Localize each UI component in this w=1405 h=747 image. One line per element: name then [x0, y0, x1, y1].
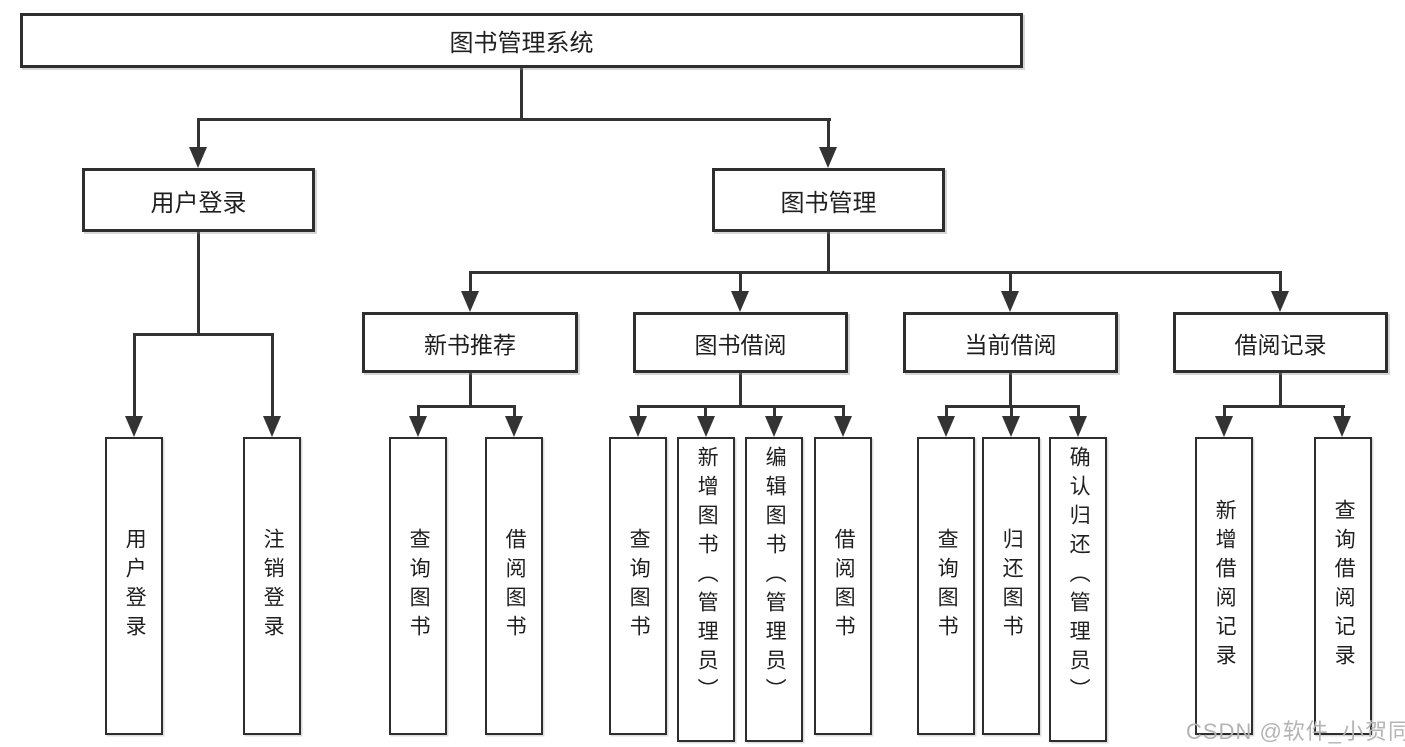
connector-stem-borrow-records	[1279, 271, 1282, 293]
node-label: 编辑图书（管理员）	[763, 446, 787, 707]
node-label: 查询借阅记录	[1332, 499, 1356, 673]
arrowhead	[731, 291, 749, 312]
node-leaf-borrow-books: 借阅图书	[814, 437, 872, 735]
node-leaf-borrow-books-recommend: 借阅图书	[485, 437, 543, 735]
connector-stem	[1223, 405, 1226, 418]
node-current-borrow: 当前借阅	[903, 312, 1118, 373]
connector-stem	[1077, 405, 1080, 418]
node-leaf-return-book: 归还图书	[982, 437, 1040, 735]
connector-book-management-horizontal	[469, 271, 1282, 274]
arrowhead	[834, 416, 852, 437]
connector-stem	[637, 405, 640, 418]
connector-book-management-down	[827, 232, 830, 274]
connector-stem-current-borrow	[1009, 271, 1012, 293]
connector-stem-leaf-user-login	[133, 333, 136, 419]
connector-stem	[513, 405, 516, 418]
arrowhead	[505, 416, 523, 437]
arrowhead	[1271, 291, 1289, 312]
connector-stem-book-borrow	[739, 271, 742, 293]
arrowhead	[1001, 291, 1019, 312]
node-label: 用户登录	[150, 189, 247, 217]
arrowhead	[461, 291, 479, 312]
node-leaf-query-books-current: 查询图书	[917, 437, 975, 735]
node-label: 图书管理	[780, 189, 877, 217]
connector-stem	[773, 405, 776, 418]
csdn-watermark: CSDN @软件_小贺同学	[1186, 719, 1405, 744]
node-book-management: 图书管理	[712, 168, 945, 232]
node-leaf-query-books-borrow: 查询图书	[609, 437, 667, 735]
node-label: 查询图书	[407, 528, 431, 644]
connector-book-borrow-down	[739, 371, 742, 408]
node-label: 归还图书	[1000, 528, 1024, 644]
connector-book-borrow-horizontal	[637, 405, 845, 408]
connector-stem-user-login	[197, 118, 200, 150]
node-leaf-edit-book-admin: 编辑图书（管理员）	[745, 437, 803, 742]
arrowhead	[125, 416, 143, 437]
node-label: 新增借阅记录	[1213, 499, 1237, 673]
connector-borrow-records-horizontal	[1223, 405, 1345, 408]
arrowhead	[765, 416, 783, 437]
connector-user-login-horizontal	[133, 333, 274, 336]
connector-user-login-down	[197, 232, 200, 336]
node-label: 借阅图书	[503, 528, 527, 644]
node-leaf-confirm-return-admin: 确认归还（管理员）	[1049, 437, 1107, 742]
node-label: 图书借阅	[694, 331, 787, 358]
node-label: 注销登录	[261, 528, 285, 644]
node-leaf-logout: 注销登录	[243, 437, 301, 735]
connector-stem	[945, 405, 948, 418]
connector-stem	[704, 405, 707, 418]
connector-stem	[1010, 405, 1013, 418]
arrowhead	[1215, 416, 1233, 437]
node-book-borrow: 图书借阅	[633, 312, 848, 373]
connector-stem	[417, 405, 420, 418]
arrowhead	[409, 416, 427, 437]
node-label: 查询图书	[627, 528, 651, 644]
arrowhead	[937, 416, 955, 437]
connector-stem	[1341, 405, 1344, 418]
node-label: 查询图书	[935, 528, 959, 644]
arrowhead	[263, 416, 281, 437]
arrowhead	[1069, 416, 1087, 437]
arrowhead	[629, 416, 647, 437]
arrowhead	[1002, 416, 1020, 437]
node-user-login: 用户登录	[82, 168, 315, 232]
connector-stem-new-book	[469, 271, 472, 293]
node-label: 新书推荐	[424, 331, 516, 358]
node-label: 新增图书（管理员）	[695, 446, 719, 707]
connector-new-book-down	[469, 371, 472, 408]
node-borrow-records: 借阅记录	[1173, 312, 1388, 373]
connector-stem-leaf-logout	[271, 333, 274, 419]
node-leaf-query-borrow-record: 查询借阅记录	[1314, 437, 1372, 735]
node-label: 借阅图书	[832, 528, 856, 644]
node-label: 图书管理系统	[449, 30, 594, 57]
node-root-library-system: 图书管理系统	[20, 13, 1023, 68]
node-new-book-recommend: 新书推荐	[362, 312, 578, 373]
connector-root-horizontal	[197, 118, 831, 121]
node-leaf-user-login: 用户登录	[105, 437, 163, 735]
node-label: 确认归还（管理员）	[1067, 446, 1091, 707]
node-label: 借阅记录	[1234, 331, 1327, 358]
arrowhead	[697, 416, 715, 437]
connector-stem	[842, 405, 845, 418]
connector-current-borrow-down	[1009, 371, 1012, 408]
node-leaf-add-book-admin: 新增图书（管理员）	[677, 437, 735, 742]
node-leaf-query-books-recommend: 查询图书	[389, 437, 447, 735]
arrowhead	[189, 147, 207, 168]
node-label: 当前借阅	[964, 331, 1057, 358]
connector-stem-book-management	[827, 118, 830, 150]
arrowhead	[1333, 416, 1351, 437]
connector-borrow-records-down	[1279, 371, 1282, 408]
arrowhead	[819, 147, 837, 168]
connector-new-book-horizontal	[417, 405, 516, 408]
node-label: 用户登录	[123, 528, 147, 644]
connector-root-down	[520, 68, 523, 119]
node-leaf-add-borrow-record: 新增借阅记录	[1195, 437, 1253, 735]
